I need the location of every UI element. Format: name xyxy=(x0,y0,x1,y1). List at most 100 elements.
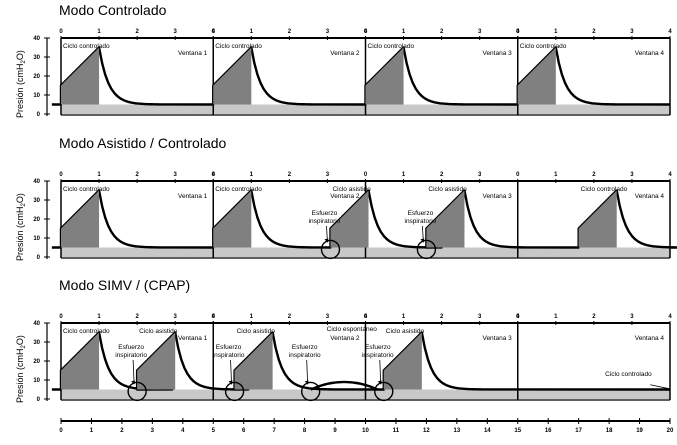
window-tick-label: 1 xyxy=(97,172,101,178)
window-tick-label: 1 xyxy=(250,172,254,178)
y-tick-label: 0 xyxy=(37,112,41,118)
effort-arrow xyxy=(306,359,309,385)
panel-3: Modo SIMV / (CPAP)Presión (cmH2O)0102030… xyxy=(15,277,672,403)
pressure-curve xyxy=(51,189,677,249)
effort-label: inspiratorio xyxy=(362,352,394,359)
bottom-axis-tick-label: 4 xyxy=(181,428,185,434)
y-tick-label: 0 xyxy=(37,397,41,403)
window-tick-label: 4 xyxy=(364,29,368,35)
window-label: Ventana 4 xyxy=(635,335,665,342)
effort-label: Esfuerzo xyxy=(216,344,242,351)
window-tick-label: 1 xyxy=(97,29,101,35)
effort-arrow xyxy=(379,359,382,385)
cycle-label: Ciclo controlado xyxy=(63,186,110,193)
inspiration-area xyxy=(365,47,404,105)
bottom-axis-tick-label: 5 xyxy=(212,428,216,434)
window-tick-label: 1 xyxy=(554,314,558,320)
window-tick-label: 3 xyxy=(630,172,634,178)
window-tick-label: 2 xyxy=(592,172,596,178)
cycle-label: Ciclo controlado xyxy=(63,328,110,335)
window-tick-label: 3 xyxy=(174,29,178,35)
window-label: Ventana 3 xyxy=(482,193,512,200)
window-tick-label: 3 xyxy=(174,314,178,320)
window-tick-label: 0 xyxy=(364,314,368,320)
window-label: Ventana 1 xyxy=(178,50,208,57)
effort-circle xyxy=(127,381,147,402)
bottom-axis-tick-label: 18 xyxy=(606,428,613,434)
y-tick-label: 10 xyxy=(33,93,40,99)
bottom-axis-tick-label: 2 xyxy=(120,428,124,434)
arrow-head xyxy=(420,238,425,243)
y-tick-label: 40 xyxy=(33,179,40,185)
window-label: Ventana 2 xyxy=(330,193,360,200)
bottom-axis-tick-label: 3 xyxy=(151,428,155,434)
panel-title: Modo Controlado xyxy=(59,2,167,18)
cycle-label: Ciclo asistido xyxy=(386,328,425,335)
window-label: Ventana 3 xyxy=(482,50,512,57)
effort-label: inspiratorio xyxy=(213,352,245,359)
annotation-arrow xyxy=(650,384,669,389)
inspiration-area xyxy=(578,190,617,248)
cycle-label: Ciclo controlado xyxy=(215,43,262,50)
cycle-label: Ciclo asistido xyxy=(237,328,276,335)
arrow-head xyxy=(664,388,669,392)
window-label: Ventana 1 xyxy=(178,193,208,200)
bottom-axis-tick-label: 7 xyxy=(272,428,276,434)
window-label: Ventana 2 xyxy=(330,335,360,342)
window-tick-label: 4 xyxy=(516,314,520,320)
window-tick-label: 1 xyxy=(402,29,406,35)
effort-label: inspiratorio xyxy=(289,352,321,359)
effort-label: inspiratorio xyxy=(405,218,437,225)
window-tick-label: 0 xyxy=(59,172,63,178)
bottom-axis-tick-label: 8 xyxy=(303,428,307,434)
y-tick-label: 30 xyxy=(33,340,40,346)
window-tick-label: 0 xyxy=(59,29,63,35)
pressure-curve xyxy=(51,46,671,106)
cycle-label: Ciclo controlado xyxy=(368,43,415,50)
bottom-axis-tick-label: 20 xyxy=(667,428,674,434)
cycle-label: Ciclo asistido xyxy=(332,186,371,193)
inspiration-area xyxy=(61,190,100,248)
window-tick-label: 4 xyxy=(364,314,368,320)
arrow-head xyxy=(131,380,136,385)
bottom-axis-tick-label: 14 xyxy=(484,428,491,434)
bottom-axis-tick-label: 10 xyxy=(362,428,369,434)
effort-label: Esfuerzo xyxy=(365,344,391,351)
effort-circle xyxy=(300,381,321,402)
inspiration-area xyxy=(517,47,556,105)
bottom-axis-tick-label: 13 xyxy=(454,428,461,434)
window-tick-label: 2 xyxy=(592,29,596,35)
spontaneous-breath xyxy=(310,380,379,391)
arrow-head xyxy=(304,380,309,385)
cycle-label: Ciclo controlado xyxy=(215,186,262,193)
window-tick-label: 2 xyxy=(440,172,444,178)
window-tick-label: 0 xyxy=(212,29,216,35)
window-tick-label: 4 xyxy=(516,29,520,35)
window-tick-label: 0 xyxy=(212,172,216,178)
effort-label: inspiratorio xyxy=(309,218,341,225)
window-tick-label: 0 xyxy=(212,314,216,320)
inspiration-area xyxy=(330,190,369,248)
window-label: Ventana 4 xyxy=(635,50,665,57)
window-tick-label: 1 xyxy=(250,314,254,320)
window-tick-label: 2 xyxy=(288,314,292,320)
inspiration-area xyxy=(426,190,465,248)
bottom-axis-tick-label: 11 xyxy=(393,428,400,434)
y-tick-label: 30 xyxy=(33,198,40,204)
bottom-axis-tick-label: 15 xyxy=(514,428,521,434)
y-tick-label: 20 xyxy=(33,74,40,80)
window-tick-label: 3 xyxy=(174,172,178,178)
inspiration-area xyxy=(61,332,100,390)
inspiration-area xyxy=(234,332,273,390)
inspiration-area xyxy=(61,47,100,105)
y-tick-label: 10 xyxy=(33,236,40,242)
cycle-label: Ciclo controlado xyxy=(520,43,567,50)
window-label: Ventana 3 xyxy=(482,335,512,342)
window-tick-label: 2 xyxy=(135,314,139,320)
window-tick-label: 1 xyxy=(402,172,406,178)
